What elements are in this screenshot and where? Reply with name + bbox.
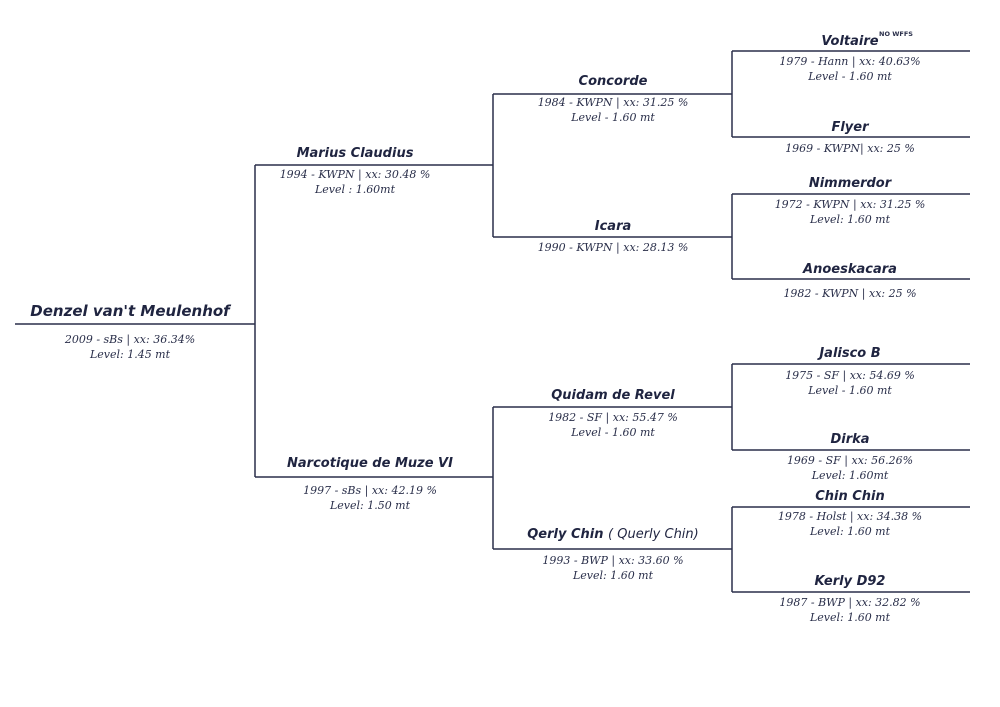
dd-node: Qerly Chin ( Querly Chin) — [495, 527, 731, 542]
ss-info-line1: 1984 - KWPN | xx: 31.25 % — [537, 96, 689, 109]
dam-name: Narcotique de Muze VI — [287, 456, 453, 471]
sd-info-line1: 1990 - KWPN | xx: 28.13 % — [537, 241, 689, 254]
sss-node: Voltaire — [745, 34, 955, 49]
ds-info-line2: Level - 1.60 mt — [571, 426, 655, 439]
dds-node: Chin Chin — [745, 489, 955, 504]
sdd-info: 1982 - KWPN | xx: 25 % — [745, 286, 955, 301]
dss-name: Jalisco B — [819, 346, 881, 361]
ds-node: Quidam de Revel — [508, 388, 718, 403]
sds-name: Nimmerdor — [808, 176, 892, 191]
dds-info-line2: Level: 1.60 mt — [809, 525, 891, 538]
ddd-info: 1987 - BWP | xx: 32.82 % Level: 1.60 mt — [745, 595, 955, 625]
ddd-info-line2: Level: 1.60 mt — [809, 611, 891, 624]
dss-info-line1: 1975 - SF | xx: 54.69 % — [785, 369, 915, 382]
sss-name-text: Voltaire — [821, 34, 879, 49]
dd-info-line2: Level: 1.60 mt — [572, 569, 654, 582]
sdd-name: Anoeskacara — [803, 262, 897, 277]
ddd-info-line1: 1987 - BWP | xx: 32.82 % — [779, 596, 921, 609]
sire-info: 1994 - KWPN | xx: 30.48 % Level : 1.60mt — [255, 167, 455, 197]
horse-info: 2009 - sBs | xx: 36.34% Level: 1.45 mt — [20, 332, 240, 362]
ssd-node: Flyer — [745, 120, 955, 135]
dsd-info: 1969 - SF | xx: 56.26% Level: 1.60mt — [745, 453, 955, 483]
ssd-info: 1969 - KWPN| xx: 25 % — [745, 141, 955, 156]
sds-info-line1: 1972 - KWPN | xx: 31.25 % — [774, 198, 926, 211]
sire-info-line1: 1994 - KWPN | xx: 30.48 % — [279, 168, 431, 181]
dds-name: Chin Chin — [815, 489, 885, 504]
ss-name: Concorde — [578, 74, 648, 89]
dd-name-alt: ( Querly Chin) — [608, 527, 699, 542]
dds-info-line1: 1978 - Holst | xx: 34.38 % — [777, 510, 923, 523]
sd-info: 1990 - KWPN | xx: 28.13 % — [508, 240, 718, 255]
ds-name: Quidam de Revel — [551, 388, 675, 403]
sss-info-line1: 1979 - Hann | xx: 40.63% — [779, 55, 921, 68]
dam-info: 1997 - sBs | xx: 42.19 % Level: 1.50 mt — [255, 483, 485, 513]
dsd-info-line2: Level: 1.60mt — [811, 469, 889, 482]
ss-info-line2: Level - 1.60 mt — [571, 111, 655, 124]
sds-info-line2: Level: 1.60 mt — [809, 213, 891, 226]
dds-info: 1978 - Holst | xx: 34.38 % Level: 1.60 m… — [745, 509, 955, 539]
ssd-info-line1: 1969 - KWPN| xx: 25 % — [785, 142, 915, 155]
sire-name: Marius Claudius — [296, 146, 414, 161]
ds-info-line1: 1982 - SF | xx: 55.47 % — [548, 411, 678, 424]
sds-node: Nimmerdor — [745, 176, 955, 191]
sd-node: Icara — [508, 219, 718, 234]
ds-info: 1982 - SF | xx: 55.47 % Level - 1.60 mt — [508, 410, 718, 440]
dss-info-line2: Level - 1.60 mt — [808, 384, 892, 397]
sire-info-line2: Level : 1.60mt — [314, 183, 396, 196]
dsd-node: Dirka — [745, 432, 955, 447]
dss-info: 1975 - SF | xx: 54.69 % Level - 1.60 mt — [745, 368, 955, 398]
dss-node: Jalisco B — [745, 346, 955, 361]
dd-info-line1: 1993 - BWP | xx: 33.60 % — [542, 554, 684, 567]
dsd-info-line1: 1969 - SF | xx: 56.26% — [786, 454, 914, 467]
dam-info-line2: Level: 1.50 mt — [329, 499, 411, 512]
dam-node: Narcotique de Muze VI — [255, 456, 485, 471]
horse-info-line2: Level: 1.45 mt — [89, 348, 171, 361]
horse-name: Denzel van't Meulenhof — [30, 302, 230, 320]
sdd-node: Anoeskacara — [745, 262, 955, 277]
sire-node: Marius Claudius — [255, 146, 455, 161]
sdd-info-line1: 1982 - KWPN | xx: 25 % — [783, 287, 917, 300]
ss-node: Concorde — [508, 74, 718, 89]
sss-info-line2: Level - 1.60 mt — [808, 70, 892, 83]
dd-name: Qerly Chin ( Querly Chin) — [495, 527, 731, 542]
sss-note: NO WFFS — [879, 30, 913, 38]
sss-name: Voltaire — [745, 34, 955, 49]
horse-node: Denzel van't Meulenhof — [20, 302, 240, 320]
ddd-node: Kerly D92 — [745, 574, 955, 589]
dam-info-line1: 1997 - sBs | xx: 42.19 % — [303, 484, 437, 497]
dsd-name: Dirka — [830, 432, 870, 447]
horse-info-line1: 2009 - sBs | xx: 36.34% — [64, 333, 196, 346]
dd-name-primary: Qerly Chin — [527, 527, 604, 542]
dd-info: 1993 - BWP | xx: 33.60 % Level: 1.60 mt — [508, 553, 718, 583]
sd-name: Icara — [594, 219, 632, 234]
sds-info: 1972 - KWPN | xx: 31.25 % Level: 1.60 mt — [745, 197, 955, 227]
ddd-name: Kerly D92 — [814, 574, 886, 589]
ss-info: 1984 - KWPN | xx: 31.25 % Level - 1.60 m… — [508, 95, 718, 125]
ssd-name: Flyer — [831, 120, 869, 135]
sss-info: 1979 - Hann | xx: 40.63% Level - 1.60 mt — [745, 54, 955, 84]
